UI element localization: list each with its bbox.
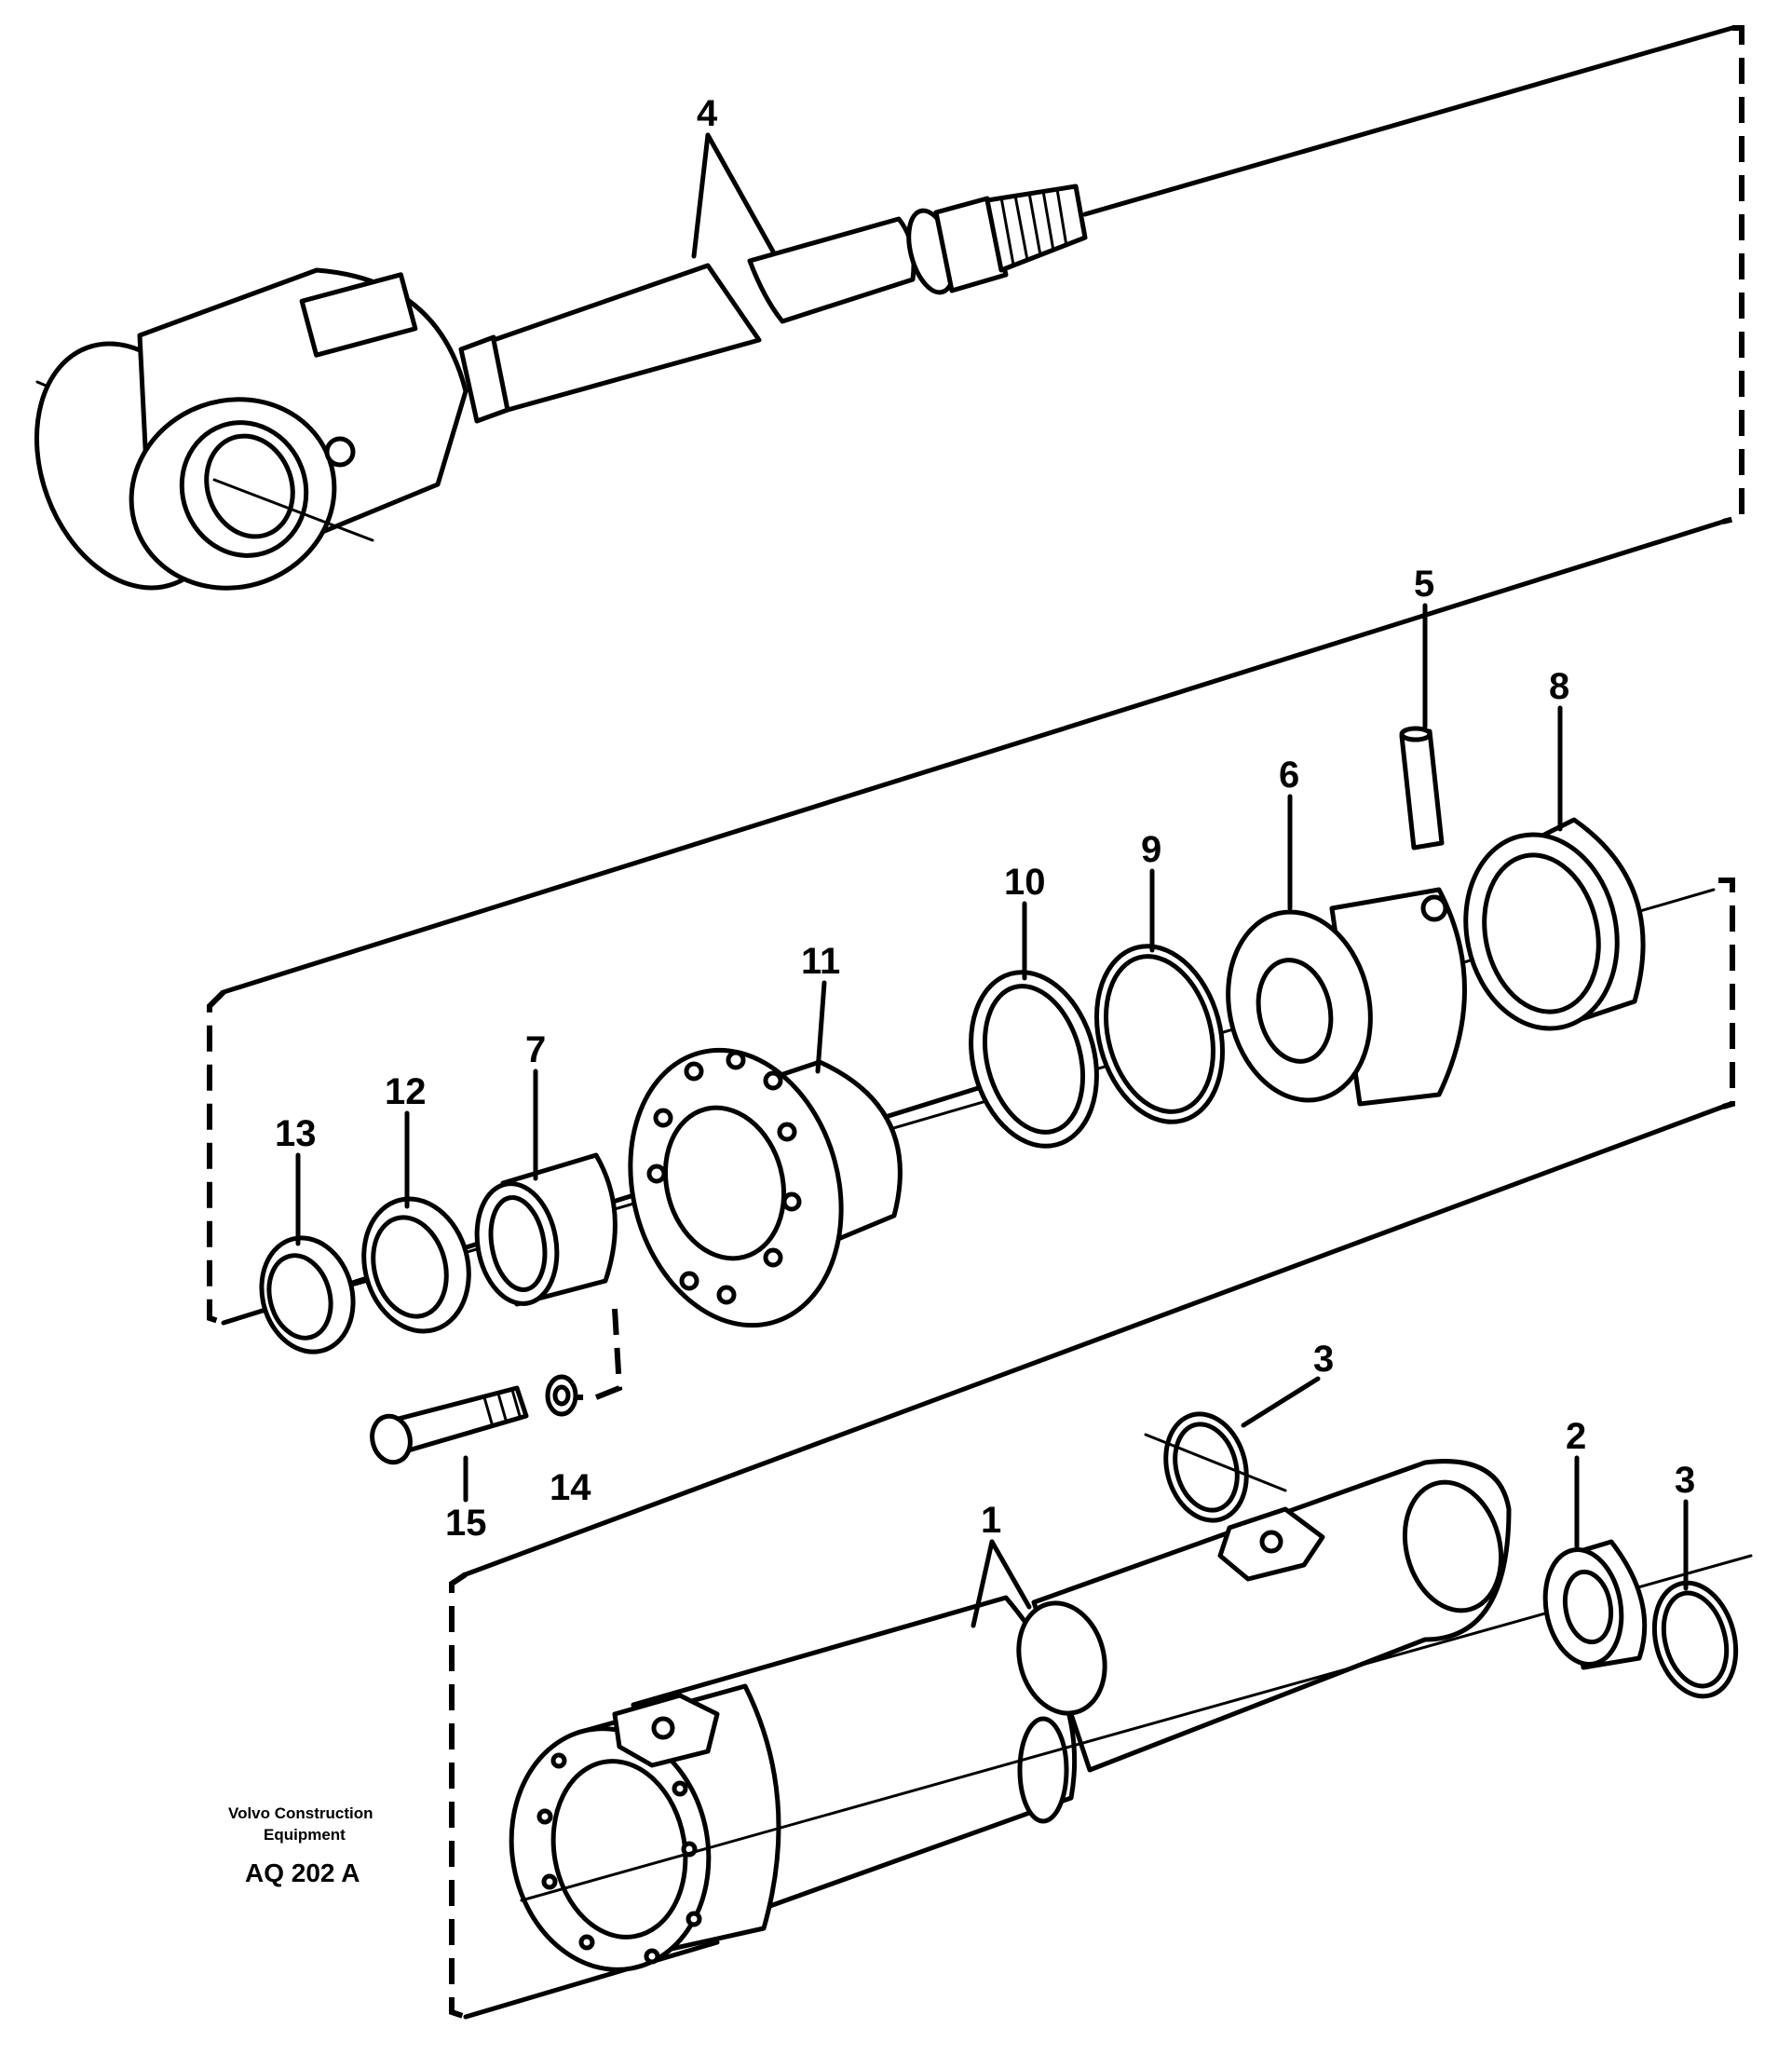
callout-11: 11 [801,941,840,982]
part-10-backup-ring [969,970,1099,1149]
part-3-circlip-right [1651,1580,1739,1699]
part-6-piston [1226,887,1467,1107]
cylinder-tube-rear [1031,1459,1512,1773]
part-12-seal-ring [361,1196,471,1334]
callout-3-top: 3 [1313,1339,1334,1380]
rod-shank [491,263,762,413]
callout-6: 6 [1279,755,1299,796]
drawing-footer: Volvo Construction Equipment AQ 202 A [228,1804,373,1887]
manufacturer-line-1: Volvo Construction [228,1804,373,1822]
callout-12: 12 [385,1071,427,1112]
callout-labels: 4 5 8 6 9 10 11 7 12 13 14 15 3 1 2 3 [275,93,1695,1544]
part-15-bolt [370,1385,529,1465]
part-5-lock-pin [1399,726,1448,922]
part-13-wiper [259,1235,356,1354]
part-11-cylinder-head [628,1047,903,1328]
part-2-bearing [1542,1539,1648,1670]
part-3-circlip-top [1144,1411,1287,1523]
callout-2: 2 [1566,1416,1586,1457]
guide-and-piston-parts [222,726,1716,1465]
callout-8: 8 [1549,666,1569,707]
callout-5: 5 [1414,564,1434,605]
callout-4: 4 [697,93,718,134]
callout-14: 14 [550,1467,591,1508]
drawing-code: AQ 202 A [245,1858,360,1887]
piston-rod-assembly [34,184,1088,591]
cylinder-tube-assembly [509,1411,1753,1972]
part-9-o-ring [1093,944,1226,1124]
part-14-washer [545,1374,578,1417]
callout-13: 13 [275,1113,317,1154]
callout-15: 15 [445,1503,487,1544]
manufacturer-line-2: Equipment [264,1826,346,1844]
callout-10: 10 [1004,862,1046,903]
callout-3-right: 3 [1675,1460,1695,1501]
callout-leaders [295,132,1689,1628]
part-7-bushing [474,1152,618,1307]
callout-7: 7 [525,1029,546,1070]
callout-9: 9 [1141,829,1161,870]
callout-1: 1 [981,1500,1001,1541]
part-8-piston-seal [1463,817,1646,1031]
